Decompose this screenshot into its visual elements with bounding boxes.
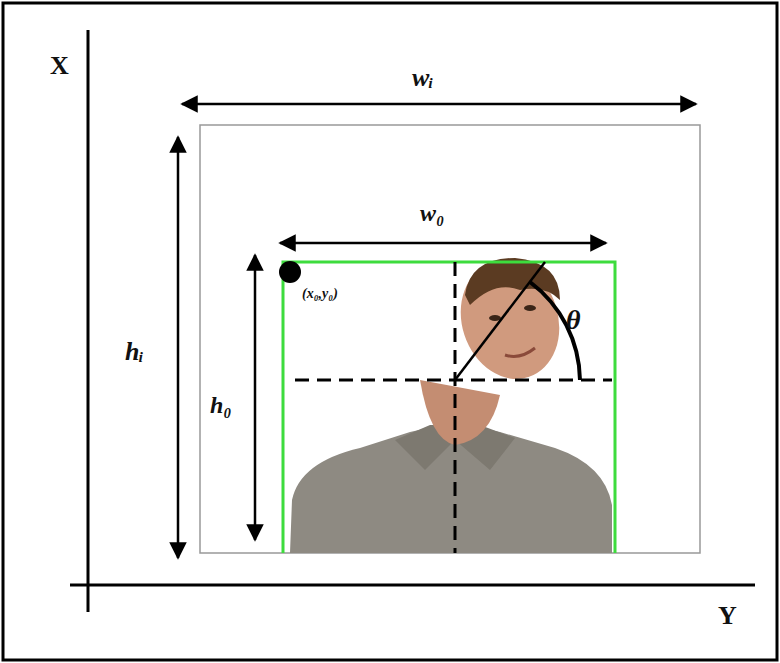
height-arrow <box>177 137 180 558</box>
axis-label: Y <box>718 602 737 631</box>
dimension-label: h₀ <box>210 392 232 418</box>
origin-dot <box>279 261 301 283</box>
width-arrow <box>280 242 606 245</box>
point-label: (x₀,y₀) <box>302 286 338 301</box>
orientation-line <box>455 262 545 380</box>
angle-label: θ <box>566 305 581 336</box>
axis-label: X <box>50 52 69 81</box>
outer-frame <box>3 3 777 660</box>
center-line <box>454 262 457 553</box>
angle-arc <box>530 282 580 380</box>
dimension-label: wᵢ <box>412 64 434 93</box>
x-axis <box>87 30 90 612</box>
center-line <box>295 379 612 382</box>
dimension-label: hᵢ <box>125 338 144 367</box>
dimension-label: w₀ <box>420 200 444 226</box>
height-arrow <box>254 255 257 540</box>
object-box <box>283 262 615 553</box>
y-axis <box>70 584 755 587</box>
width-arrow <box>182 103 696 106</box>
image-frame <box>200 125 700 553</box>
person-photo <box>290 248 612 553</box>
